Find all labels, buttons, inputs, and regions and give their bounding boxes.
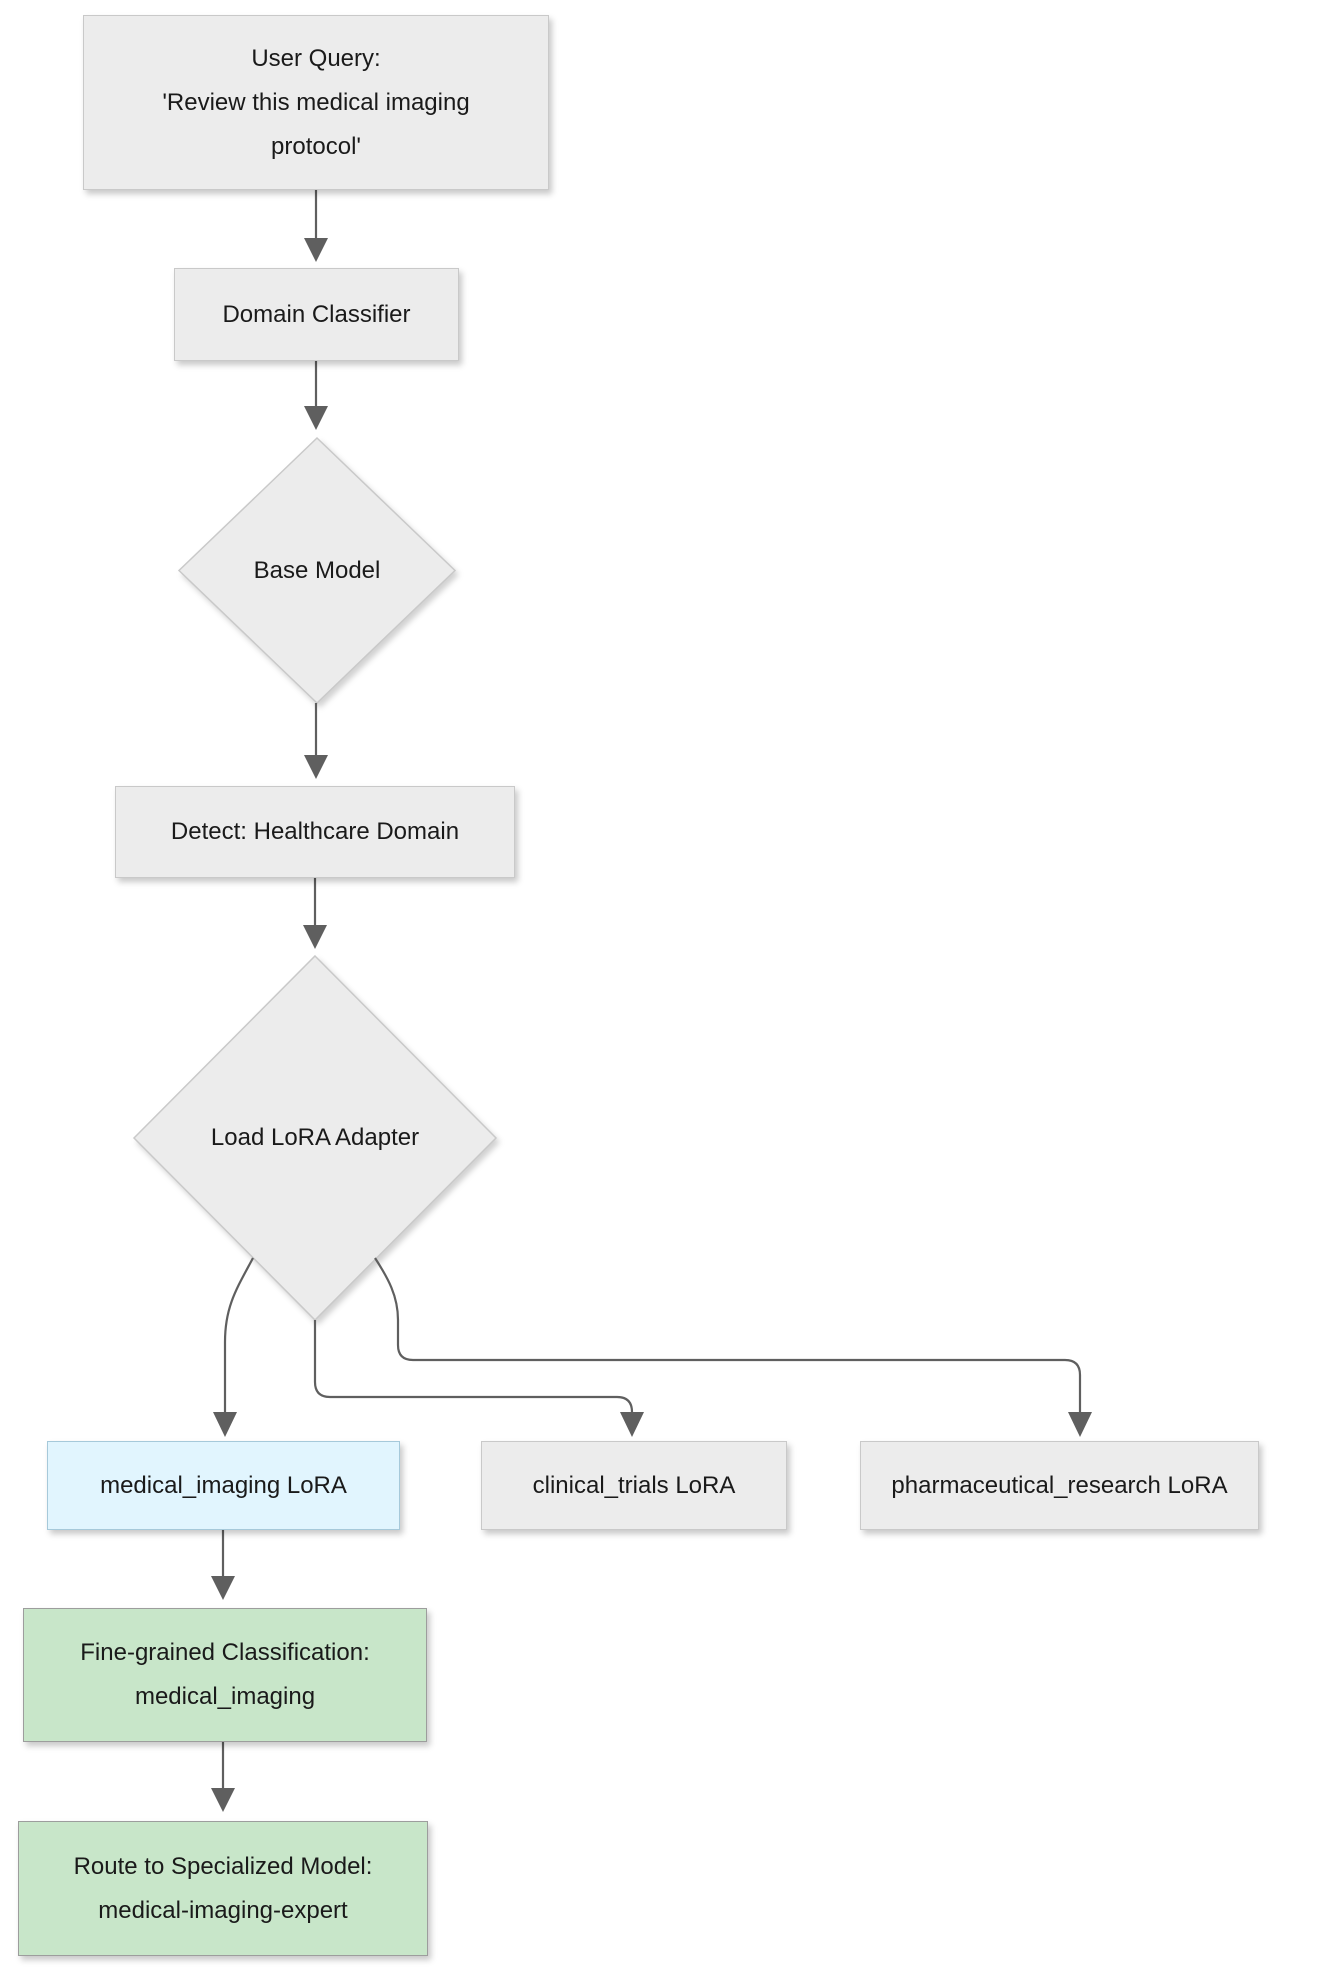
node-detect-healthcare-domain: Detect: Healthcare Domain <box>115 786 515 878</box>
medical-lora-label: medical_imaging LoRA <box>100 1471 347 1499</box>
node-domain-classifier: Domain Classifier <box>174 268 459 361</box>
edge-load-lora-to-clinical-lora <box>313 1320 634 1413</box>
arrowhead-medical-lora <box>213 1412 237 1437</box>
node-medical-imaging-lora: medical_imaging LoRA <box>47 1441 400 1530</box>
arrowhead-route <box>211 1788 235 1812</box>
route-line-1: Route to Specialized Model: <box>73 1852 373 1880</box>
user-query-line-2: 'Review this medical imaging <box>162 88 470 116</box>
arrowhead-domain-classifier <box>304 238 328 262</box>
fine-grained-line-1: Fine-grained Classification: <box>80 1639 370 1666</box>
load-lora-label: Load LoRA Adapter <box>210 1124 420 1151</box>
node-user-query: User Query: 'Review this medical imaging… <box>83 15 549 190</box>
pharma-lora-label: pharmaceutical_research LoRA <box>891 1471 1228 1499</box>
node-route-specialized-model: Route to Specialized Model: medical-imag… <box>18 1821 428 1956</box>
domain-classifier-label: Domain Classifier <box>222 300 411 328</box>
arrowhead-load-lora <box>303 925 327 949</box>
node-load-lora-adapter: Load LoRA Adapter <box>134 956 496 1320</box>
arrowhead-detect <box>304 755 328 779</box>
arrowhead-fine-grained <box>211 1576 235 1600</box>
route-line-2: medical-imaging-expert <box>98 1896 348 1924</box>
arrowhead-clinical-lora <box>620 1412 644 1437</box>
clinical-lora-label: clinical_trials LoRA <box>532 1471 736 1499</box>
arrowhead-pharma-lora <box>1068 1412 1092 1437</box>
node-fine-grained-classification: Fine-grained Classification: medical_ima… <box>23 1608 427 1742</box>
fine-grained-line-2: medical_imaging <box>134 1683 316 1710</box>
node-pharmaceutical-research-lora: pharmaceutical_research LoRA <box>860 1441 1259 1530</box>
node-clinical-trials-lora: clinical_trials LoRA <box>481 1441 787 1530</box>
arrowhead-base-model <box>304 406 328 430</box>
base-model-label: Base Model <box>253 556 381 584</box>
detect-label: Detect: Healthcare Domain <box>170 818 460 845</box>
node-base-model: Base Model <box>179 438 455 703</box>
edge-load-lora-to-pharma-lora <box>374 1257 1082 1412</box>
user-query-line-3: protocol' <box>271 132 361 160</box>
edge-load-lora-to-medical-lora <box>223 1257 254 1412</box>
user-query-line-1: User Query: <box>251 44 381 72</box>
